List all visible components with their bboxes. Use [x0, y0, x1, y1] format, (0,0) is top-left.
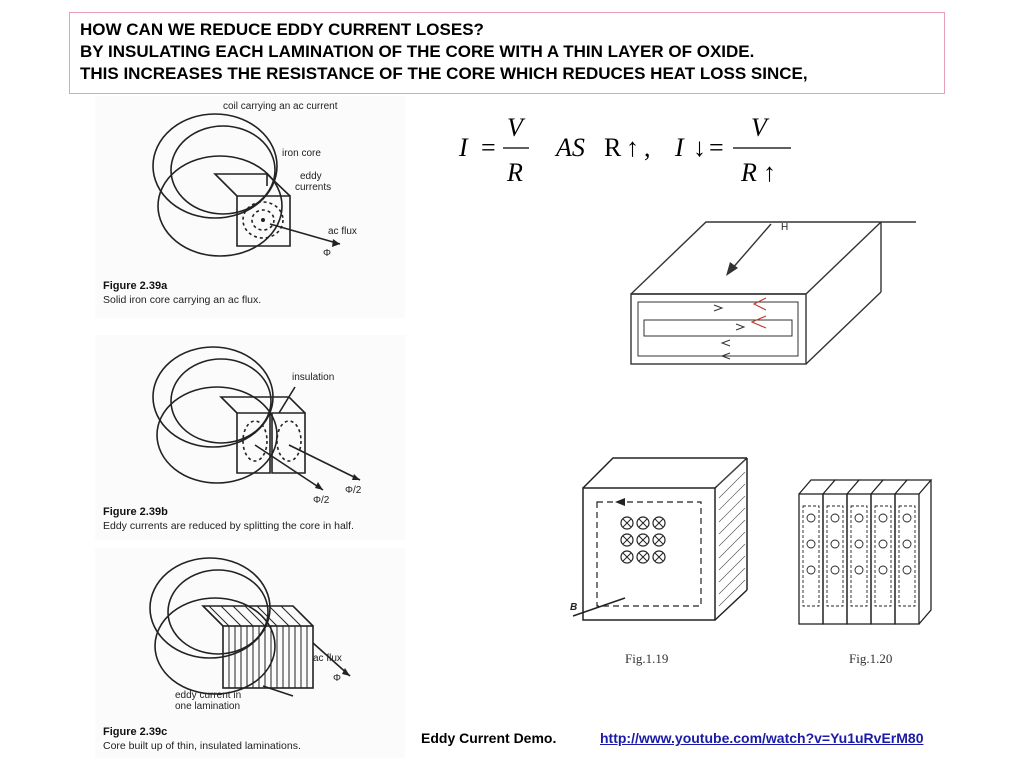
formula-r-denominator: R: [506, 158, 523, 187]
label-phi: Φ: [323, 248, 331, 259]
label-coil: coil carrying an ac current: [223, 101, 338, 112]
figure-1-20: Fig.1.20: [798, 479, 933, 666]
formula-i-2: I: [674, 133, 685, 162]
caption-2-39b-text: Eddy currents are reduced by splitting t…: [103, 520, 354, 532]
caption-2-39c-text: Core built up of thin, insulated laminat…: [103, 740, 301, 752]
label-eddy-lamination-1: eddy current in: [175, 690, 241, 701]
formula-equals-2: =: [709, 133, 724, 162]
label-iron-core: iron core: [282, 148, 321, 159]
formula-equals: =: [481, 133, 496, 162]
youtube-demo-link[interactable]: http://www.youtube.com/watch?v=Yu1uRvErM…: [600, 730, 924, 746]
label-half-flux-2: Φ/2: [345, 485, 362, 496]
label-insulation: insulation: [292, 372, 334, 383]
formula-v-numerator-2: V: [751, 113, 770, 142]
formula-down-arrow: ↓: [693, 133, 706, 162]
figure-2-39a: coil carrying an ac current iron core ed…: [95, 96, 405, 318]
label-eddy: eddy: [300, 171, 322, 182]
label-currents: currents: [295, 182, 331, 193]
figure-1-19: B Fig.1.19: [570, 457, 748, 666]
label-ac-flux: ac flux: [328, 226, 357, 237]
formula-v-numerator: V: [507, 113, 526, 142]
title-line-2: BY INSULATING EACH LAMINATION OF THE COR…: [80, 42, 755, 61]
figure-2-39b: insulation Φ/2 Φ/2 Figure 2.39b Eddy cur…: [95, 335, 405, 540]
label-eddy-lamination-2: one lamination: [175, 701, 240, 712]
formula-i: I: [458, 133, 469, 162]
formula-r-upright: R: [604, 133, 622, 162]
ohms-law-formula: I = V R AS R ↑ , I ↓ = V R ↑: [458, 113, 791, 187]
title-line-3: THIS INCREASES THE RESISTANCE OF THE COR…: [80, 64, 808, 83]
label-ac-flux-c: ac flux: [313, 653, 342, 664]
figure-h-field: H: [630, 221, 916, 365]
caption-2-39b-title: Figure 2.39b: [103, 506, 168, 518]
title-line-1: HOW CAN WE REDUCE EDDY CURRENT LOSES?: [80, 20, 484, 39]
caption-fig-1-20: Fig.1.20: [849, 651, 892, 666]
label-half-flux-1: Φ/2: [313, 495, 330, 506]
title-box: HOW CAN WE REDUCE EDDY CURRENT LOSES? BY…: [69, 12, 945, 94]
figure-2-39c: ac flux Φ eddy current in one lamination…: [95, 548, 405, 758]
formula-r-denominator-2: R: [740, 158, 757, 187]
caption-2-39a-title: Figure 2.39a: [103, 280, 168, 292]
formula-comma: ,: [644, 133, 651, 162]
formula-as: AS: [554, 133, 585, 162]
formula-up-arrow: ↑: [626, 133, 639, 162]
label-b: B: [570, 602, 577, 613]
formula-up-arrow-2: ↑: [763, 158, 776, 187]
label-phi-c: Φ: [333, 673, 341, 684]
caption-2-39c-title: Figure 2.39c: [103, 726, 167, 738]
caption-2-39a-text: Solid iron core carrying an ac flux.: [103, 294, 261, 306]
eddy-current-demo-label: Eddy Current Demo.: [421, 730, 557, 746]
label-h: H: [781, 222, 788, 233]
caption-fig-1-19: Fig.1.19: [625, 651, 668, 666]
